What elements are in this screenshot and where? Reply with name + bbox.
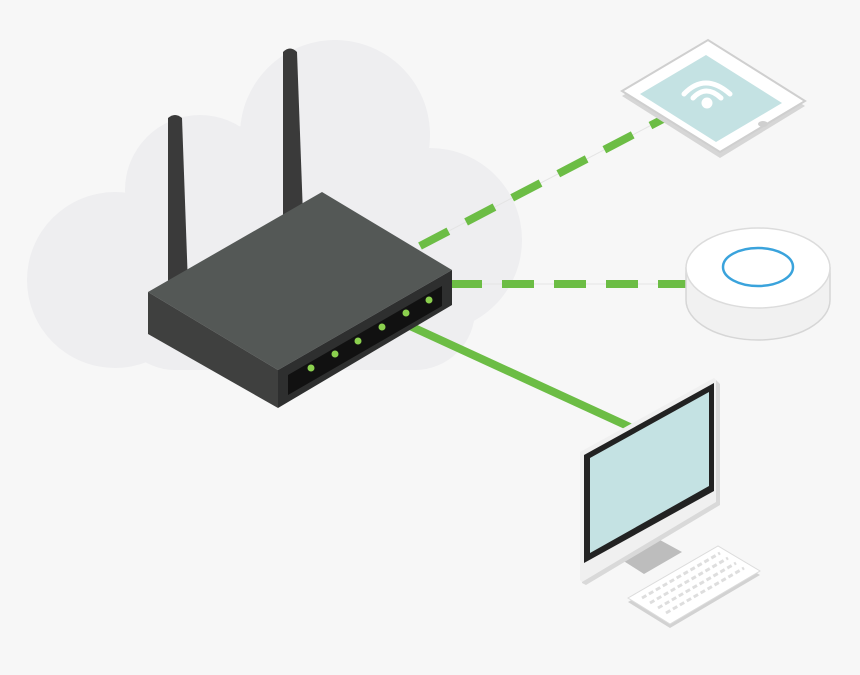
antenna-left <box>168 115 188 290</box>
antenna-right <box>283 48 303 220</box>
link-desktop <box>408 322 634 432</box>
tablet-icon <box>620 38 807 158</box>
keyboard-icon <box>627 545 761 628</box>
desktop-monitor-icon <box>580 378 720 585</box>
wifi-icon <box>681 80 733 109</box>
link-tablet <box>418 114 667 250</box>
router-icon <box>148 48 452 408</box>
led-indicators <box>307 296 433 372</box>
access-point-icon <box>685 227 831 341</box>
